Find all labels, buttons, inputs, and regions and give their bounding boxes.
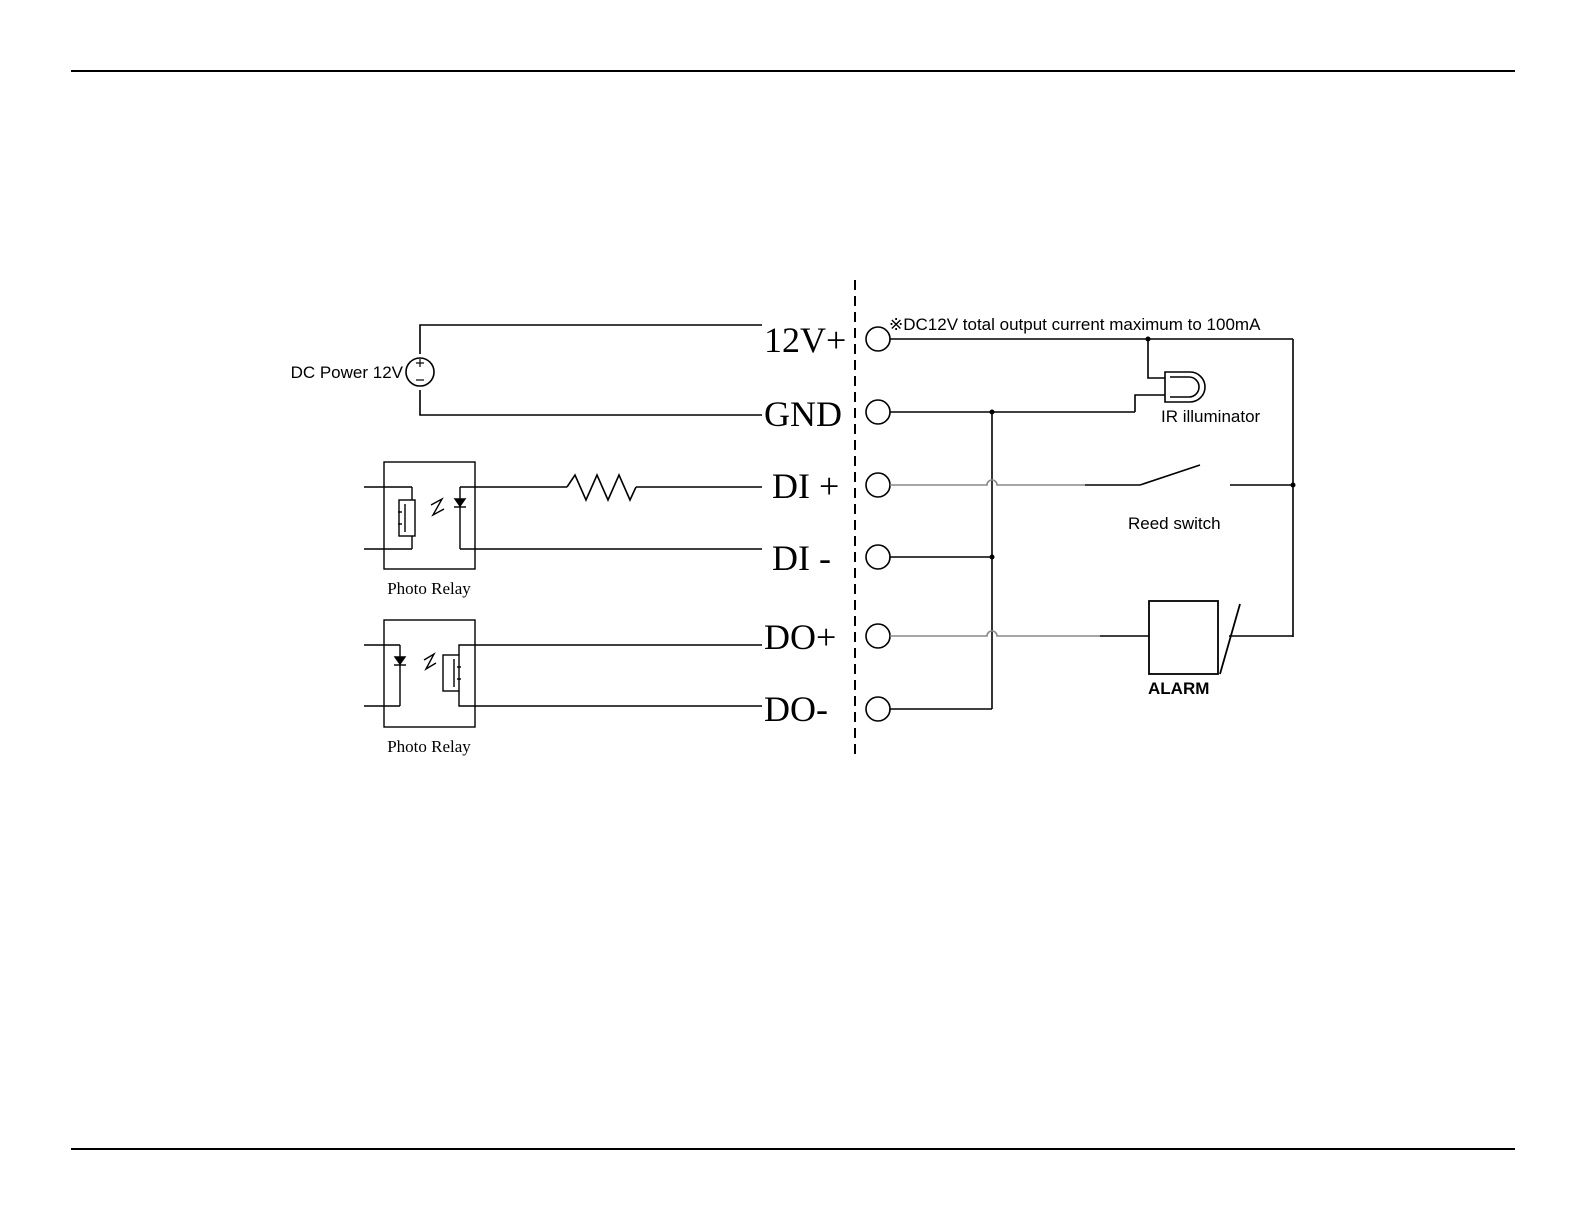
di-plus-circuit-wiring [890,480,1293,485]
terminal-connectors [866,327,890,721]
di-plus-wiring [493,475,762,500]
dc-power-wiring [420,325,762,415]
alarm-icon [1149,601,1240,674]
terminal-12v-plus-connector [866,327,890,351]
ir-illuminator-label: IR illuminator [1161,407,1261,426]
terminal-label-di-plus: DI + [772,466,839,506]
junction-dot [990,555,995,560]
photo-relay-2-icon [364,620,493,727]
terminal-label-gnd: GND [764,394,842,434]
junction-dot [1291,483,1296,488]
junction-dot [990,410,995,415]
terminal-label-di-minus: DI - [772,538,831,578]
gnd-rail-wiring [890,395,1165,709]
terminal-label-do-plus: DO+ [764,617,836,657]
output-current-note: ※DC12V total output current maximum to 1… [889,315,1261,334]
photo-relay-2-label: Photo Relay [387,737,471,756]
terminal-di-plus-connector [866,473,890,497]
terminal-do-minus-connector [866,697,890,721]
dc-power-label: DC Power 12V [291,363,404,382]
dc-source-icon [406,358,434,386]
terminal-gnd-connector [866,400,890,424]
terminal-do-plus-connector [866,624,890,648]
alarm-label: ALARM [1148,679,1209,698]
ir-illuminator-icon [1165,372,1205,402]
photo-relay-1-label: Photo Relay [387,579,471,598]
reed-switch-label: Reed switch [1128,514,1221,533]
12v-rail-wiring [890,339,1293,637]
terminal-label-12v-plus: 12V+ [764,320,846,360]
photo-relay-1-icon [364,462,493,569]
terminal-di-minus-connector [866,545,890,569]
reed-switch-icon [1140,465,1200,485]
terminal-label-do-minus: DO- [764,689,828,729]
junction-dot [1146,337,1151,342]
